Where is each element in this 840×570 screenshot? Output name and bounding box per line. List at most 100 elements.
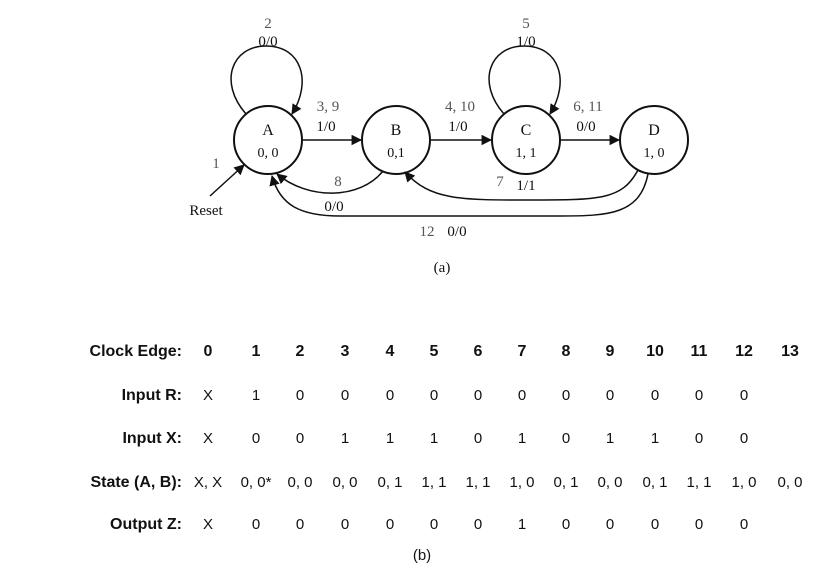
transition-d-to-a-io: 0/0: [447, 224, 466, 240]
state-d-name: D: [648, 122, 660, 139]
table-cell: 1, 0: [731, 474, 756, 491]
transition-d-to-b-io: 1/1: [516, 178, 535, 194]
table-cell: 10: [646, 343, 664, 360]
transition-a-self-step: 2: [264, 16, 272, 32]
table-cell: 1: [651, 430, 659, 447]
table-cell: 0: [474, 516, 482, 533]
transition-c-to-d-step: 6, 11: [573, 99, 602, 115]
transition-a-to-b: 3, 9 1/0: [302, 99, 363, 146]
table-cell: 1: [252, 343, 261, 360]
transition-d-to-a: 12 0/0: [269, 173, 649, 240]
state-d: D 1, 0: [619, 105, 689, 175]
table-cell: 0: [695, 430, 703, 447]
table-cell: 0: [651, 387, 659, 404]
table-cell: 0: [518, 387, 526, 404]
table-cell: 1, 1: [421, 474, 446, 491]
table-row-header: Output Z:: [110, 516, 182, 533]
table-cell: 4: [386, 343, 395, 360]
table-cell: 0: [695, 387, 703, 404]
transition-a-self-arrow: [230, 45, 303, 115]
table-cell: 0: [386, 516, 394, 533]
state-c-output: 1, 1: [516, 146, 537, 161]
reset-label: Reset: [189, 203, 223, 219]
table-cell: 0: [695, 516, 703, 533]
table-cell: 0: [606, 387, 614, 404]
table-cell: 0: [562, 516, 570, 533]
table-cell: 11: [691, 343, 708, 360]
transition-b-to-a-arrow: [276, 170, 384, 194]
state-c-name: C: [521, 122, 532, 139]
reset-arrow-line: [209, 164, 245, 197]
table-row-header: Clock Edge:: [90, 343, 182, 360]
transition-b-to-c-step: 4, 10: [445, 99, 475, 115]
table-cell: 5: [430, 343, 439, 360]
table-cell: 0: [740, 387, 748, 404]
table-caption: (b): [413, 547, 431, 564]
state-b-circle: [361, 105, 431, 175]
transition-b-to-a: 8 0/0: [276, 170, 384, 215]
table-cell: 0, 0: [777, 474, 802, 491]
reset-step: 1: [212, 156, 220, 172]
transition-a-self-io: 0/0: [258, 34, 277, 50]
table-cell: 0: [430, 516, 438, 533]
table-cell: 0, 0*: [241, 474, 272, 491]
table-cell: 2: [296, 343, 305, 360]
table-cell: 0: [562, 430, 570, 447]
table-cell: 0, 0: [332, 474, 357, 491]
transition-b-to-a-step: 8: [334, 174, 342, 190]
table-cell: 1: [518, 430, 526, 447]
table-cell: 0: [740, 430, 748, 447]
transition-c-to-d-io: 0/0: [576, 119, 595, 135]
table-cell: 8: [562, 343, 571, 360]
table-cell: X: [203, 387, 213, 404]
table-cell: X: [203, 516, 213, 533]
table-cell: 1: [341, 430, 349, 447]
state-a: A 0, 0: [233, 105, 303, 175]
table-cell: 0, 0: [597, 474, 622, 491]
table-cell: 0: [252, 430, 260, 447]
reset-arrow: 1 Reset: [189, 156, 245, 219]
transition-b-to-a-io: 0/0: [324, 199, 343, 215]
transition-d-to-b: 7 1/1: [404, 169, 639, 201]
table-cell: 1, 1: [686, 474, 711, 491]
table-cell: 3: [341, 343, 350, 360]
transition-a-self: 2 0/0: [230, 16, 303, 115]
table-cell: 0, 0: [287, 474, 312, 491]
state-d-output: 1, 0: [644, 146, 665, 161]
state-c-circle: [491, 105, 561, 175]
table-cell: 0: [386, 387, 394, 404]
table-cell: 6: [474, 343, 483, 360]
transition-d-to-b-step: 7: [496, 174, 504, 190]
table-cell: 0, 1: [553, 474, 578, 491]
table-cell: 0: [430, 387, 438, 404]
table-cell: 0: [474, 430, 482, 447]
transition-b-to-c-io: 1/0: [448, 119, 467, 135]
table-cell: 1: [518, 516, 526, 533]
transition-c-self-step: 5: [522, 16, 530, 32]
transition-c-to-d: 6, 11 0/0: [560, 99, 621, 146]
table-cell: 0: [740, 516, 748, 533]
table-cell: 0: [204, 343, 213, 360]
transition-a-to-b-io: 1/0: [316, 119, 335, 135]
table-cell: 0: [296, 387, 304, 404]
table-cell: 0: [341, 387, 349, 404]
transition-d-to-a-arrow: [269, 173, 649, 217]
state-a-output: 0, 0: [258, 146, 279, 161]
table-cell: 13: [781, 343, 799, 360]
table-cell: 1: [606, 430, 614, 447]
state-b-output: 0,1: [387, 146, 405, 161]
table-cell: 1: [386, 430, 394, 447]
table-cell: X: [203, 430, 213, 447]
table-cell: 0: [296, 516, 304, 533]
table-cell: 0: [562, 387, 570, 404]
table-cell: 0: [296, 430, 304, 447]
state-c: C 1, 1: [491, 105, 561, 175]
table-cell: 1: [252, 387, 260, 404]
table-cell: 1, 1: [465, 474, 490, 491]
state-diagram: A 0, 0 B 0,1 C 1, 1 D 1, 0 2 0/0 3, 9: [189, 16, 689, 276]
diagram-caption: (a): [434, 260, 451, 276]
transition-d-to-a-step: 12: [420, 224, 435, 240]
state-b: B 0,1: [361, 105, 431, 175]
